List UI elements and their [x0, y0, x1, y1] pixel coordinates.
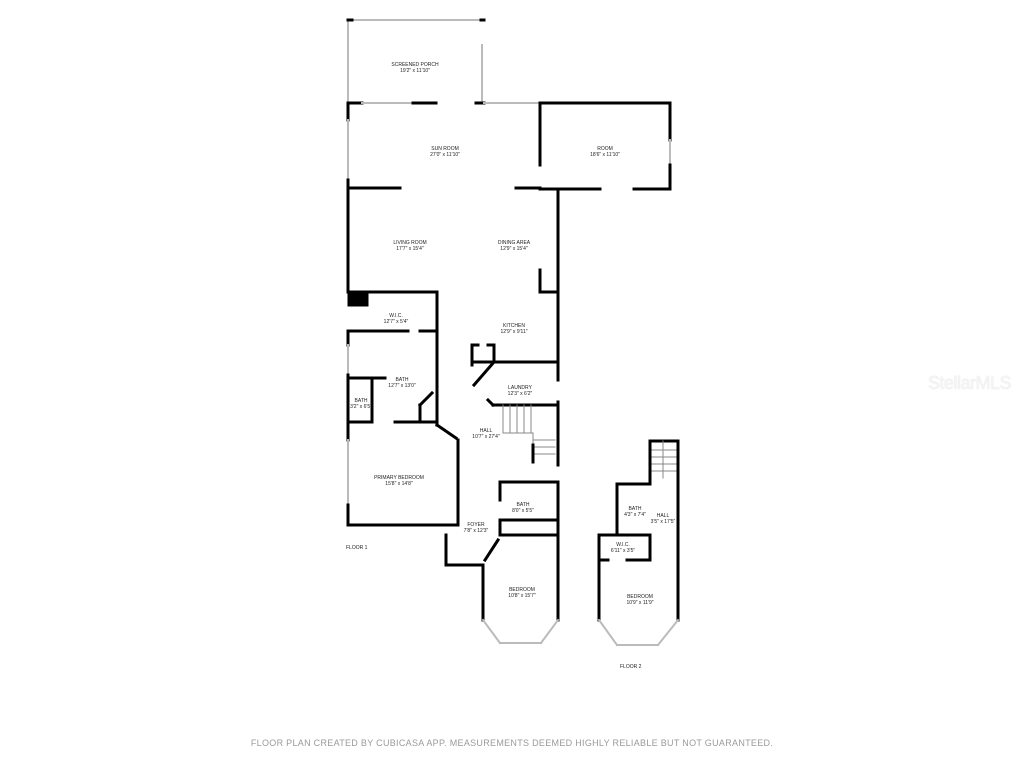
room-f2-wic: W.I.C.6'11" x 3'5"	[610, 542, 636, 554]
footer-disclaimer: FLOOR PLAN CREATED BY CUBICASA APP. MEAS…	[250, 738, 774, 748]
floor-1-label: FLOOR 1	[346, 545, 368, 551]
stellarmls-watermark: StellarMLS	[928, 373, 1012, 393]
room-wic: W.I.C.12'7" x 5'4"	[383, 313, 409, 325]
floor-2-label: FLOOR 2	[620, 664, 642, 670]
